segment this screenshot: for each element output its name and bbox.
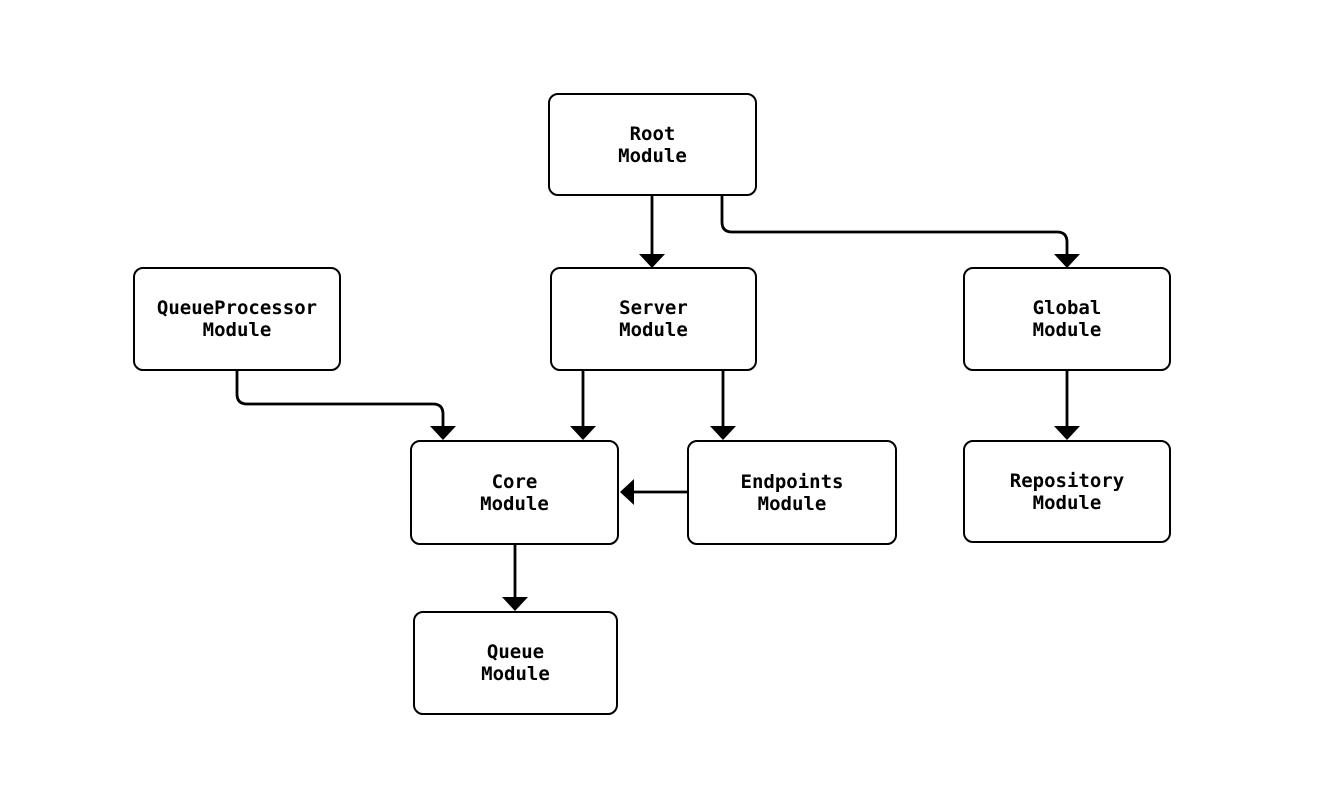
- node-queueprocessor-module: QueueProcessor Module: [133, 267, 341, 371]
- arrowhead-icon: [639, 254, 665, 268]
- arrowhead-icon: [1054, 254, 1080, 268]
- edge-global-to-repository: [1054, 371, 1080, 440]
- edge-core-to-queue: [502, 545, 528, 611]
- node-queue-module: Queue Module: [413, 611, 618, 715]
- node-global-module: Global Module: [963, 267, 1171, 371]
- edge-line: [720, 196, 1069, 258]
- edge-root-to-server: [639, 196, 665, 268]
- node-endpoints-module: Endpoints Module: [687, 440, 897, 545]
- node-root-module: Root Module: [548, 93, 757, 196]
- edge-endpoints-to-core: [620, 479, 688, 505]
- arrowhead-icon: [710, 426, 736, 440]
- arrowhead-icon: [1054, 426, 1080, 440]
- node-core-module: Core Module: [410, 440, 619, 545]
- arrowhead-icon: [430, 426, 456, 440]
- edge-queueprocessor-to-core: [235, 371, 456, 440]
- edge-line: [235, 371, 445, 430]
- edge-server-to-endpoints: [710, 371, 736, 440]
- edge-server-to-core: [570, 371, 596, 440]
- arrowhead-icon: [502, 597, 528, 611]
- node-server-module: Server Module: [550, 267, 757, 371]
- node-repository-module: Repository Module: [963, 440, 1171, 543]
- arrowhead-icon: [620, 479, 634, 505]
- arrowhead-icon: [570, 426, 596, 440]
- edge-root-to-global: [720, 196, 1080, 268]
